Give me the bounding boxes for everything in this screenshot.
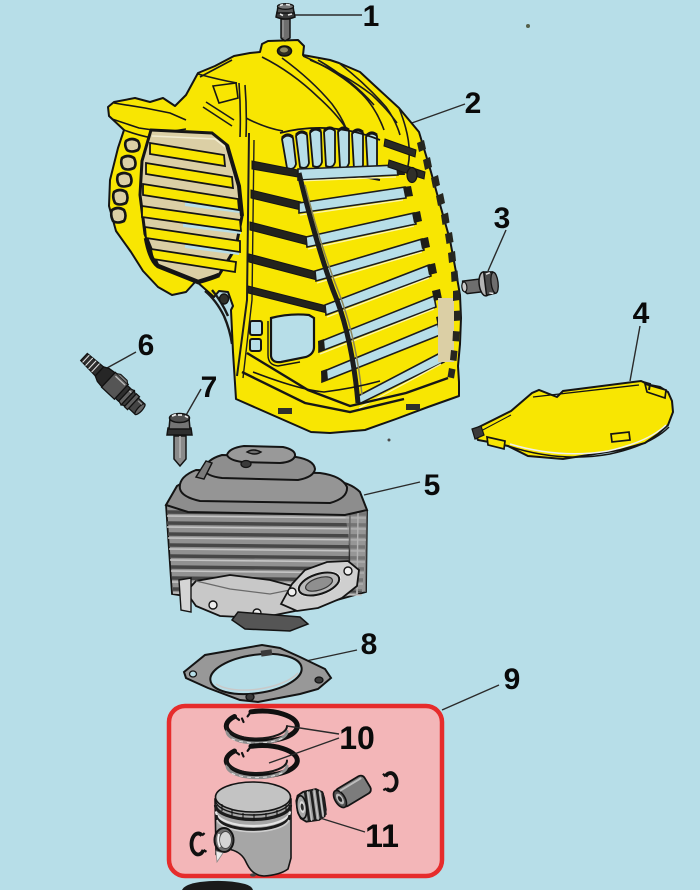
svg-text:2: 2 (465, 87, 482, 120)
svg-text:10: 10 (339, 720, 375, 756)
svg-text:6: 6 (138, 329, 155, 362)
svg-text:11: 11 (365, 818, 399, 854)
svg-text:8: 8 (361, 628, 378, 661)
svg-text:4: 4 (633, 297, 650, 330)
svg-text:5: 5 (424, 469, 441, 502)
svg-text:9: 9 (504, 663, 521, 696)
svg-text:3: 3 (494, 202, 511, 235)
svg-text:7: 7 (201, 371, 218, 404)
svg-text:1: 1 (363, 0, 380, 33)
